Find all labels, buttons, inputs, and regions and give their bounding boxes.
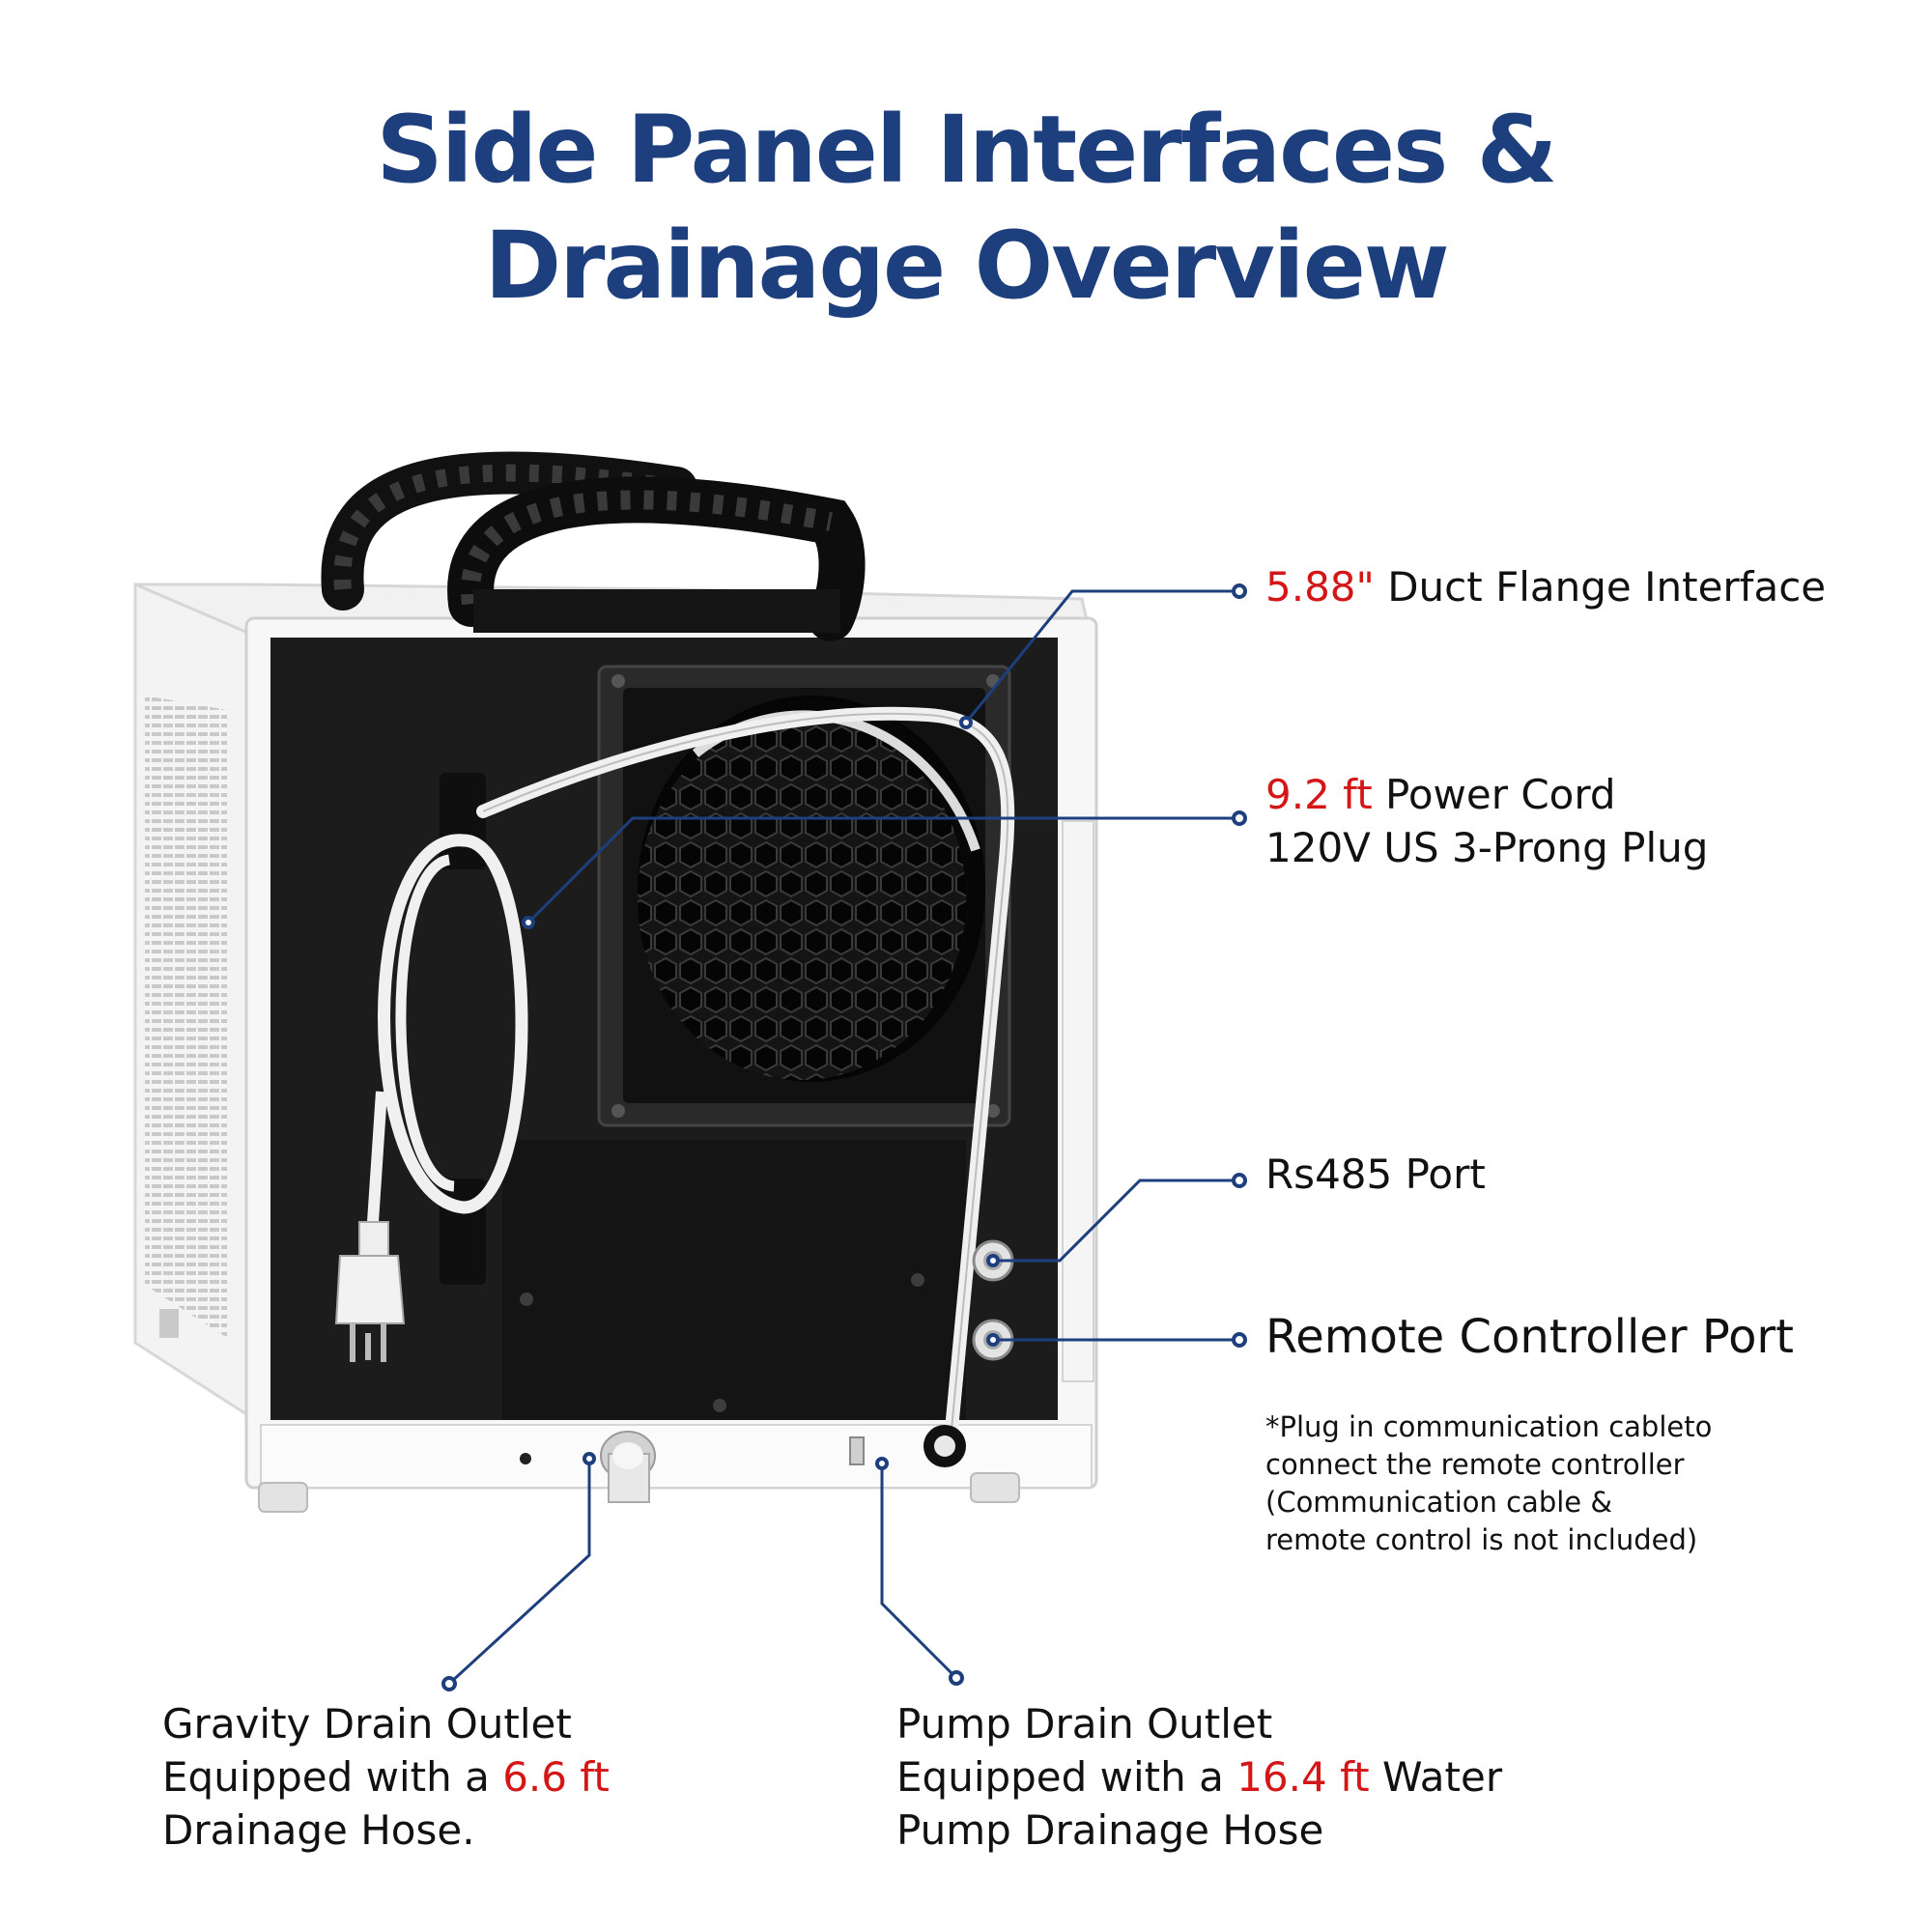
power-cord-text: Power Cord [1372,771,1616,818]
callout-dots [441,583,1247,1691]
panel-screws [520,1273,924,1412]
power-cord-length: 9.2 ft [1265,771,1373,818]
pump-drain-label: Pump Drain Outlet Equipped with a 16.4 f… [896,1697,1502,1857]
gravity-drain-outlet [600,1431,656,1503]
duct-flange-label: 5.88" Duct Flange Interface [1265,560,1826,613]
indicator-hole [520,1453,531,1464]
title-line-2: Drainage Overview [484,212,1449,320]
foot [258,1482,308,1513]
foot [970,1472,1020,1503]
page-title: Side Panel Interfaces & Drainage Overvie… [0,92,1932,324]
duct-flange-size: 5.88" [1265,563,1375,611]
power-cord [334,706,1015,1436]
callout-line-duct [964,589,1239,724]
note-line-3: (Communication cable & [1265,1486,1612,1519]
pump-drain-suffix: Water [1369,1753,1503,1801]
cord-grommet [923,1425,966,1467]
callout-line-gravity [447,1459,591,1686]
pump-drain-title: Pump Drain Outlet [896,1700,1273,1747]
gravity-drain-hose-length: 6.6 ft [502,1753,610,1801]
pump-drain-hose: Pump Drainage Hose [896,1806,1324,1854]
callout-line-pump [880,1463,958,1680]
duct-flange-text: Duct Flange Interface [1374,563,1827,611]
pump-drain-outlet [849,1436,865,1465]
gravity-drain-hose: Drainage Hose. [162,1806,475,1854]
remote-controller-port-label: Remote Controller Port [1265,1310,1794,1364]
pump-drain-hose-length: 16.4 ft [1236,1753,1370,1801]
note-line-2: connect the remote controller [1265,1448,1685,1481]
rs485-port-label: Rs485 Port [1265,1151,1486,1198]
callout-line-power [526,816,1239,924]
note-line-1: *Plug in communication cableto [1265,1410,1713,1443]
remote-controller-note: *Plug in communication cableto connect t… [1265,1408,1712,1559]
callout-lines [447,589,1239,1686]
carry-handles [321,451,866,641]
gravity-drain-title: Gravity Drain Outlet [162,1700,572,1747]
title-line-1: Side Panel Interfaces & [376,96,1558,204]
gravity-drain-prefix: Equipped with a [162,1753,503,1801]
callout-line-rs485 [993,1179,1239,1263]
gravity-drain-label: Gravity Drain Outlet Equipped with a 6.6… [162,1697,610,1857]
power-cord-label: 9.2 ft Power Cord 120V US 3-Prong Plug [1265,768,1708,874]
pump-drain-prefix: Equipped with a [896,1753,1237,1801]
duct-flange [597,665,1011,1127]
note-line-4: remote control is not included) [1265,1523,1698,1556]
power-cord-plug: 120V US 3-Prong Plug [1265,824,1709,871]
